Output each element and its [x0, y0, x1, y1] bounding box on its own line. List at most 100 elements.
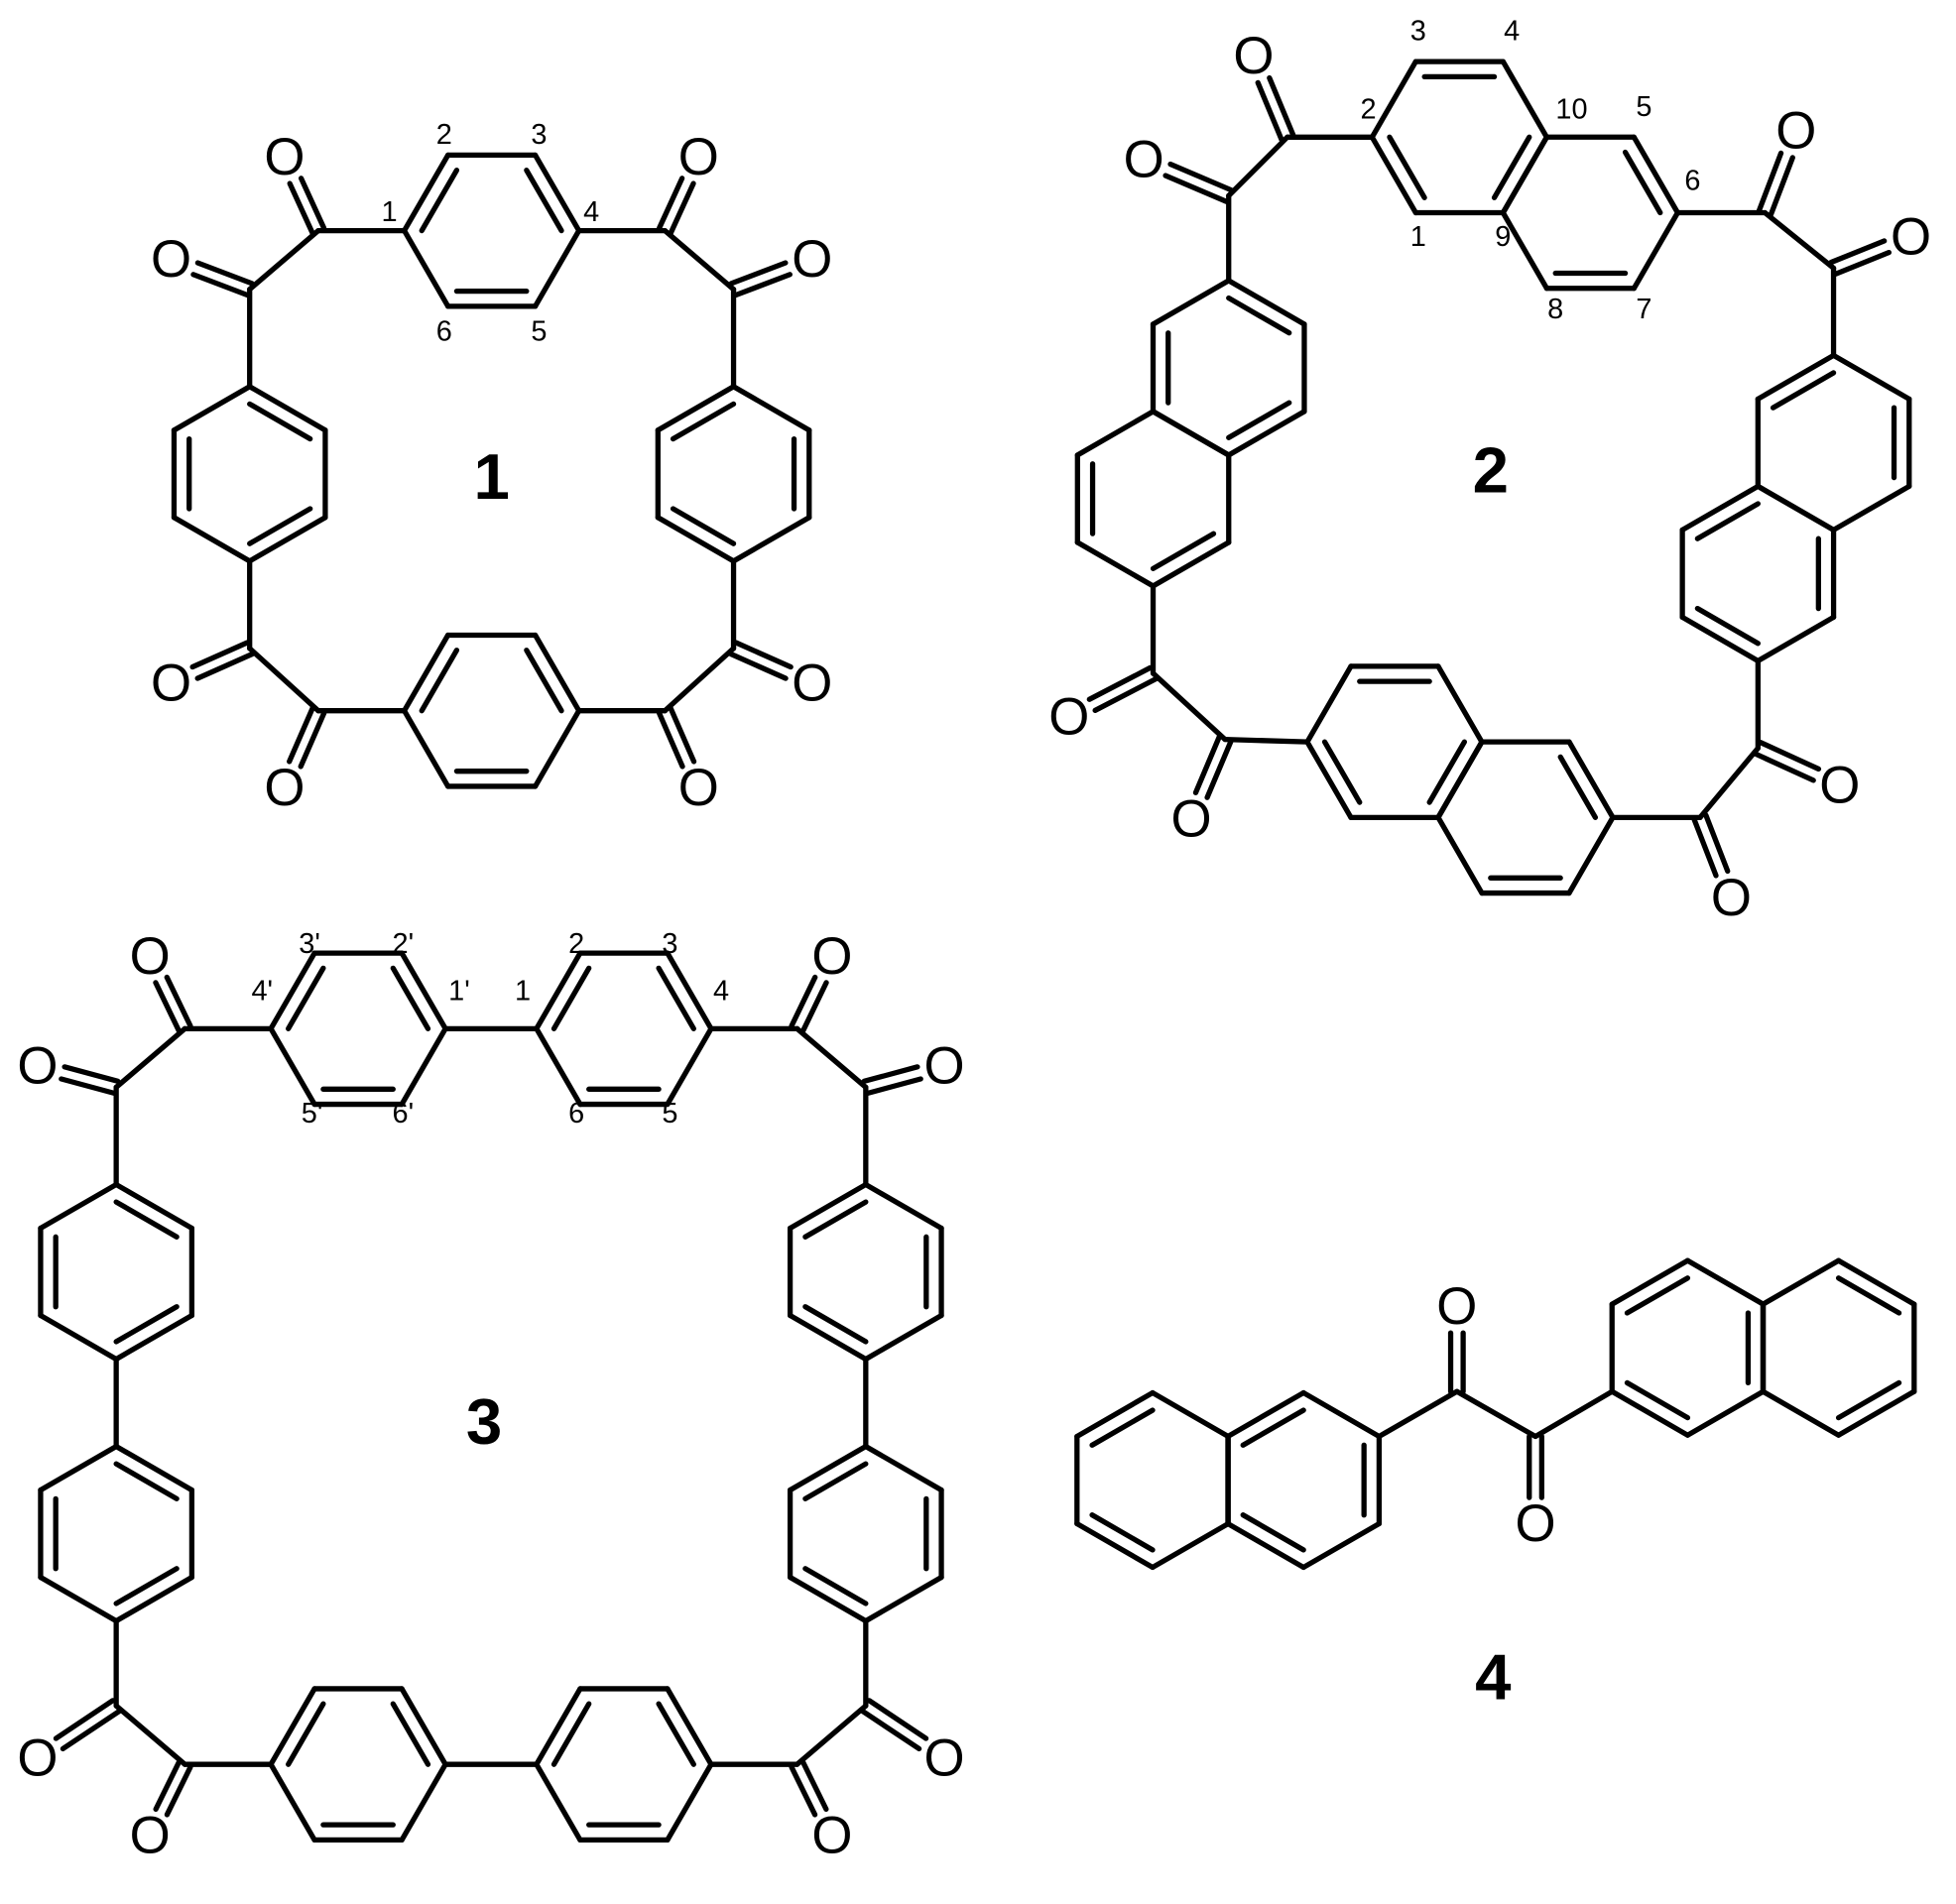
single-bond	[1376, 1388, 1460, 1440]
ring-bond	[38, 1312, 119, 1363]
ring-bond	[1150, 539, 1232, 589]
ring-bond	[401, 227, 451, 309]
oxygen-atom-label: O	[151, 654, 191, 713]
oxygen-atom-label: O	[1170, 790, 1211, 849]
atom-locant: 2	[568, 928, 584, 960]
aromatic-ring	[1304, 663, 1485, 820]
atom-locant: 3'	[299, 928, 320, 960]
ring-double-bond-inner-line	[1226, 295, 1292, 336]
carbonyl-group: O	[1048, 664, 1160, 746]
single-bond	[1150, 670, 1228, 743]
carbonyl-double-bond	[298, 176, 327, 231]
ring-bond	[399, 1025, 448, 1108]
single-bond	[795, 1703, 869, 1767]
ring-bond	[1225, 1520, 1306, 1571]
ring-double-bond-inner-line	[524, 167, 564, 234]
oxygen-atom-label: O	[924, 1728, 965, 1787]
ring-double-bond-inner-line	[1835, 1379, 1902, 1421]
carbonyl-double-bond	[164, 974, 193, 1029]
ring-bond	[787, 1181, 869, 1232]
ring-bond	[1369, 59, 1418, 140]
aromatic-ring	[268, 950, 448, 1108]
carbonyl-double-bond	[1768, 155, 1795, 218]
ring-double-bond-inner-line	[1835, 1275, 1902, 1316]
ring-bond	[1369, 134, 1418, 216]
single-bond	[1454, 1388, 1538, 1440]
carbonyl-group: O	[151, 230, 255, 298]
ring-bond	[1500, 59, 1549, 140]
compound-4: OO4	[1074, 1257, 1917, 1714]
atom-locant: 7	[1636, 294, 1651, 325]
ring-bond	[38, 1443, 119, 1493]
single-bond	[113, 1025, 187, 1091]
ring-bond	[1435, 814, 1485, 896]
atom-locant: 5'	[302, 1098, 323, 1130]
ring-bond	[534, 1761, 583, 1844]
atom-locant: 4'	[251, 976, 273, 1008]
oxygen-atom-label: O	[1233, 27, 1274, 85]
ring-bond	[401, 708, 451, 789]
ring-bond	[113, 1181, 195, 1232]
ring-double-bond-inner-line	[670, 506, 737, 546]
ring-double-bond-inner-line	[1387, 134, 1427, 200]
oxygen-atom-label: O	[17, 1037, 58, 1096]
carbonyl-double-bond	[1691, 816, 1719, 879]
carbonyl-double-bond	[189, 640, 250, 670]
carbonyl-group: O	[657, 128, 719, 236]
ring-double-bond-inner-line	[1624, 1275, 1691, 1316]
carbonyl-group: O	[151, 640, 255, 713]
atom-locant: 2	[436, 119, 452, 151]
ring-bond	[247, 515, 328, 564]
oxygen-atom-label: O	[678, 759, 719, 817]
oxygen-atom-label: O	[151, 230, 191, 289]
carbonyl-double-bond	[1833, 249, 1893, 277]
single-bond	[1222, 736, 1310, 745]
atom-locant: 5	[1636, 91, 1651, 123]
carbonyl-group: O	[1753, 740, 1860, 815]
carbonyl-double-bond	[733, 640, 794, 670]
ring-bond	[399, 1761, 448, 1844]
aromatic-ring	[655, 384, 812, 564]
carbonyl-double-bond	[287, 180, 315, 236]
ring-bond	[1566, 814, 1616, 896]
oxygen-atom-label: O	[264, 759, 305, 817]
aromatic-ring	[1369, 59, 1549, 216]
single-bond	[662, 646, 737, 714]
atom-locant: 10	[1555, 94, 1587, 126]
atom-locant: 3	[1410, 15, 1426, 47]
ring-double-bond-inner-line	[1426, 739, 1468, 805]
ring-bond	[1835, 1388, 1917, 1438]
carbonyl-group: O	[728, 640, 832, 713]
oxygen-atom-label: O	[792, 230, 832, 289]
ring-bond	[1830, 483, 1912, 534]
carbonyl-group: O	[1756, 102, 1816, 218]
ring-bond	[1150, 1389, 1231, 1440]
carbonyl-double-bond	[1758, 740, 1822, 773]
ring-bond	[1304, 663, 1354, 745]
carbonyl-double-bond	[190, 272, 251, 298]
ring-bond	[247, 384, 328, 433]
ring-bond	[532, 632, 582, 714]
compound-number-label: 3	[466, 1385, 502, 1458]
ring-bond	[268, 1686, 317, 1767]
carbonyl-double-bond	[1828, 238, 1888, 266]
aromatic-ring	[1760, 1257, 1917, 1438]
ring-bond	[38, 1574, 119, 1624]
single-bond	[1532, 1388, 1615, 1440]
atom-locant: 6	[1684, 165, 1700, 196]
aromatic-ring	[1074, 1389, 1231, 1571]
oxygen-atom-label: O	[811, 927, 852, 986]
ring-double-bond-inner-line	[1240, 1407, 1306, 1448]
atom-locant: 5	[662, 1098, 677, 1130]
oxygen-atom-label: O	[130, 1806, 171, 1864]
atom-locant: 2'	[393, 928, 415, 960]
aromatic-ring	[1679, 483, 1837, 664]
ring-bond	[665, 1686, 714, 1767]
aromatic-ring	[38, 1181, 195, 1363]
ring-bond	[1500, 134, 1549, 216]
atom-locant: 4	[583, 196, 599, 228]
ring-double-bond-inner-line	[1694, 501, 1761, 541]
ring-bond	[1679, 483, 1761, 534]
carbonyl-double-bond	[1753, 751, 1816, 783]
